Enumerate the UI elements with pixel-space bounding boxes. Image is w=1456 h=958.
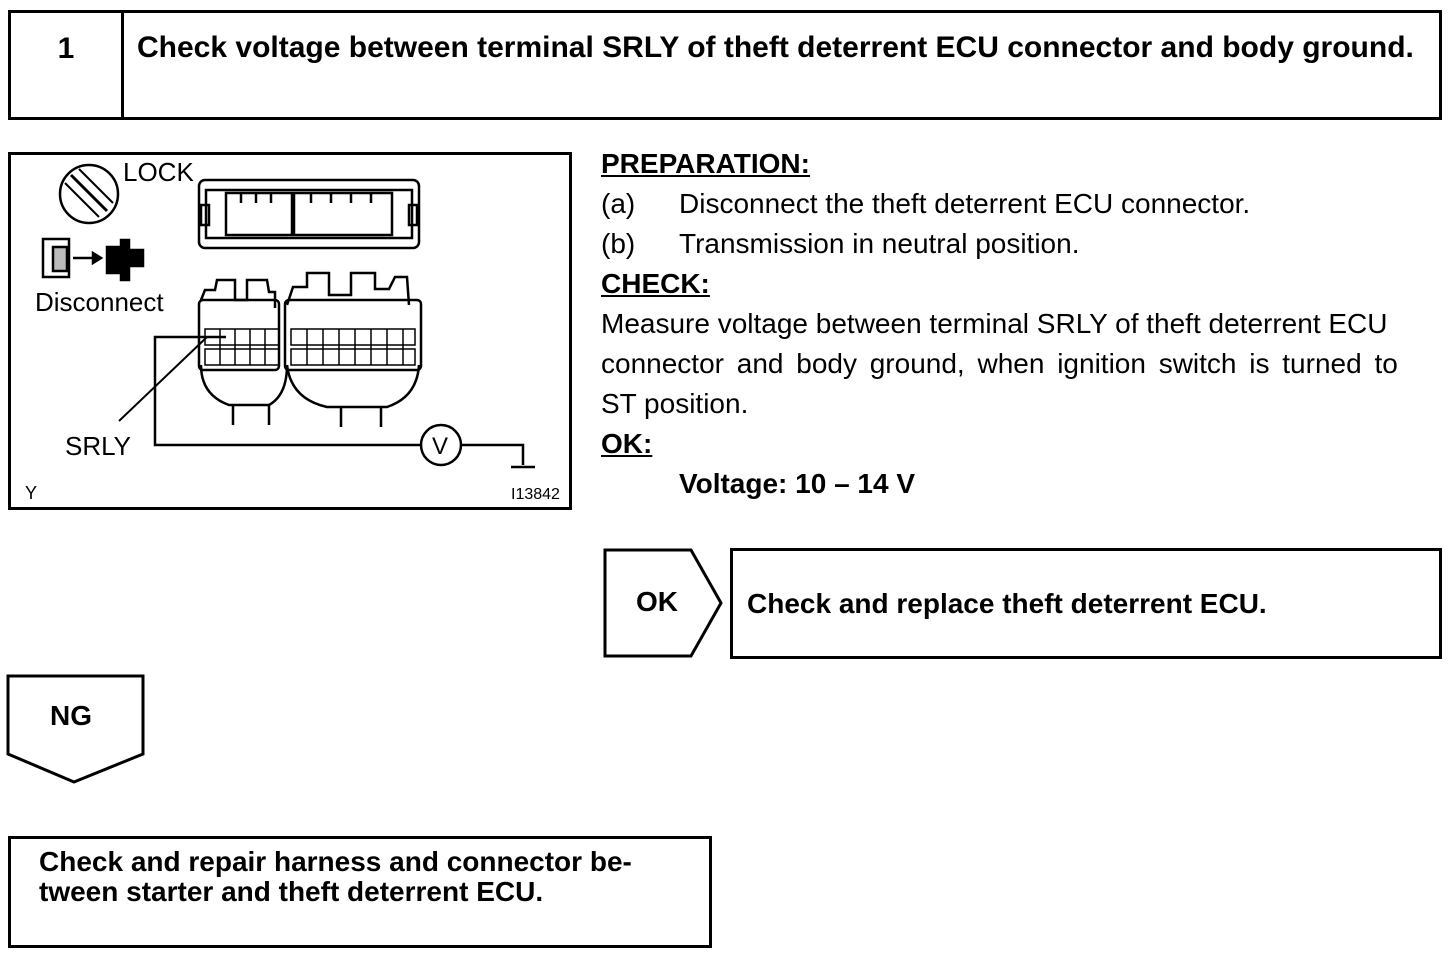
ok-result-box: Check and replace theft deterrent ECU.	[730, 548, 1442, 659]
ecu-connector-top	[197, 178, 421, 250]
ok-arrow-tag	[603, 548, 723, 658]
srly-pointer-line	[118, 336, 208, 422]
srly-label: SRLY	[65, 431, 131, 461]
disconnect-icon	[41, 237, 145, 282]
ng-label: NG	[50, 700, 92, 731]
prep-item-a-text: Disconnect the theft deterrent ECU conne…	[679, 188, 1251, 219]
harness-connector-left	[197, 278, 289, 425]
ok-result-text: Check and replace theft deterrent ECU.	[747, 588, 1267, 619]
prep-item-b-letter: (b)	[601, 228, 636, 259]
connector-illustration: LOCK Disconnect SRLY V Y I13842	[8, 152, 572, 510]
step-number: 1	[11, 13, 124, 117]
preparation-heading: PREPARATION:	[601, 148, 810, 179]
step-title: Check voltage between terminal SRLY of t…	[137, 31, 1414, 64]
test-lead-wire	[153, 335, 421, 447]
ok-heading: OK:	[601, 428, 653, 459]
prep-item-a-letter: (a)	[601, 188, 636, 219]
figure-id: I13842	[511, 486, 560, 503]
step-header: 1 Check voltage between terminal SRLY of…	[8, 10, 1442, 120]
ng-result-text: Check and repair harness and connector b…	[39, 846, 632, 907]
lock-label: LOCK	[123, 157, 194, 187]
voltage-spec: Voltage: 10 – 14 V	[679, 468, 916, 499]
connector-diagram: LOCK Disconnect SRLY V Y I13842	[25, 157, 560, 503]
ng-arrow-tag	[6, 674, 145, 784]
ok-label: OK	[636, 586, 678, 617]
prep-item-b-text: Transmission in neutral position.	[679, 228, 1080, 259]
ignition-lock-icon	[58, 163, 120, 225]
figure-corner-label: Y	[25, 483, 37, 503]
check-heading: CHECK:	[601, 268, 710, 299]
disconnect-label: Disconnect	[35, 287, 164, 317]
ng-result-box: Check and repair harness and connector b…	[8, 836, 712, 948]
check-line-2: connector and body ground, when ignition…	[601, 348, 1398, 379]
voltmeter-label: V	[432, 433, 448, 460]
harness-connector-right	[283, 271, 423, 427]
check-line-1: Measure voltage between terminal SRLY of…	[601, 308, 1388, 339]
check-line-3: ST position.	[601, 388, 749, 419]
